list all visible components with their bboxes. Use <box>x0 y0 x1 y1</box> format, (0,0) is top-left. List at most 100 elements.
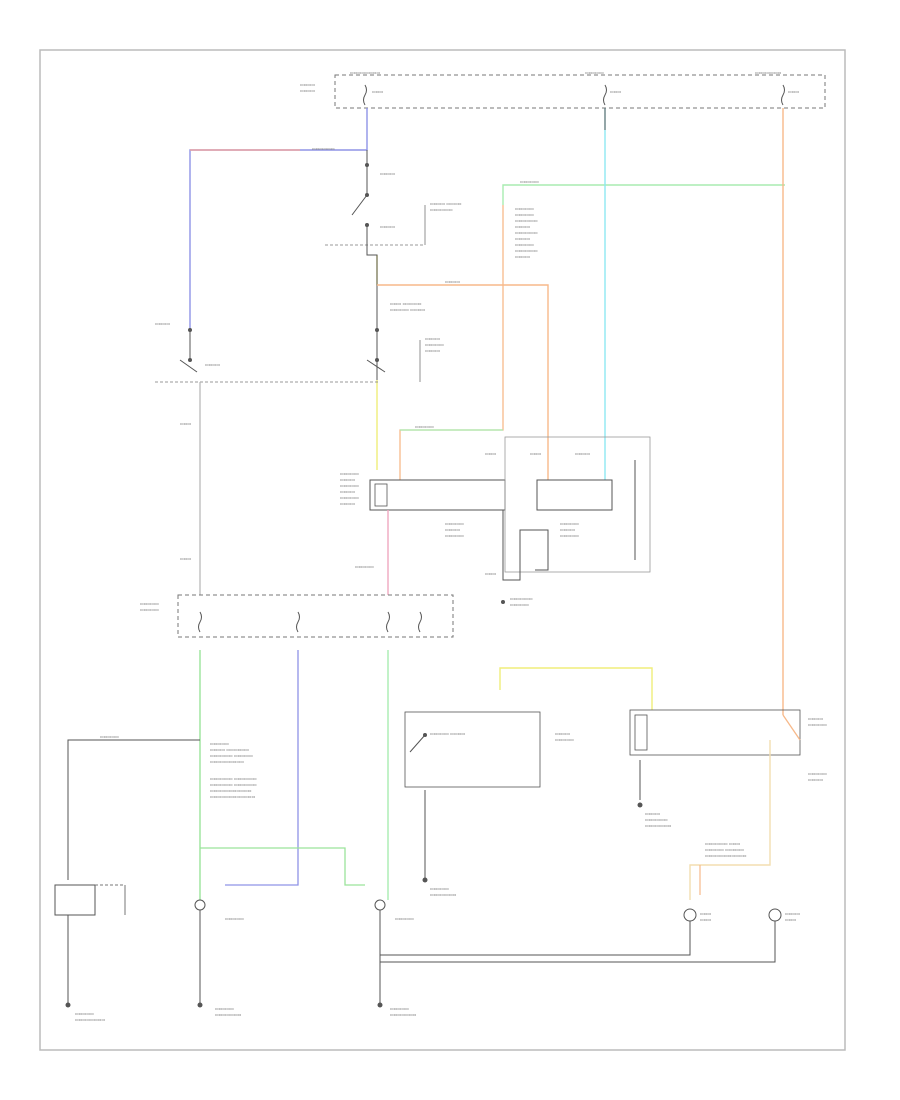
module-lower-center: ▭▭▭▭▭ ▭▭▭▭ ▭▭▭▭ ▭▭▭▭▭ ▭▭▭▭▭ ▭▭▭▭▭▭▭ <box>404 711 574 897</box>
svg-text:▭▭▭▭: ▭▭▭▭ <box>205 362 220 367</box>
lamp-center: ▭▭▭▭▭ ▭▭▭▭▭▭▭ ▭▭▭▭▭ <box>374 899 417 1017</box>
relay-module-right: ▭▭▭▭▭ ▭▭▭▭ ▭▭▭▭▭ ▭▭▭ ▭▭▭ ▭▭▭▭ <box>485 436 651 573</box>
relay-module-left: ▭▭▭▭▭ ▭▭▭▭ ▭▭▭▭▭ ▭▭▭▭ ▭▭▭▭▭ ▭▭▭▭ ▭▭▭▭▭ ▭… <box>340 471 506 538</box>
svg-text:▭▭▭▭▭: ▭▭▭▭▭ <box>445 521 464 526</box>
svg-text:▭▭▭▭▭▭▭▭: ▭▭▭▭▭▭▭▭ <box>350 70 380 75</box>
svg-text:▭▭▭▭▭: ▭▭▭▭▭ <box>340 471 359 476</box>
svg-text:▭▭▭▭: ▭▭▭▭ <box>425 348 440 353</box>
svg-text:▭▭▭: ▭▭▭ <box>372 89 384 94</box>
svg-text:▭▭▭▭▭▭▭▭▭▭▭: ▭▭▭▭▭▭▭▭▭▭▭ <box>210 788 252 793</box>
svg-text:▭▭▭▭▭: ▭▭▭▭▭ <box>140 601 159 606</box>
ground-center: ▭▭▭ ▭▭▭▭▭▭ ▭▭▭▭▭ <box>485 510 549 607</box>
svg-text:▭▭▭▭▭: ▭▭▭▭▭ <box>210 741 229 746</box>
svg-text:▭▭▭▭▭: ▭▭▭▭▭ <box>425 342 444 347</box>
fuse-symbol-1 <box>363 84 367 106</box>
svg-text:▭▭▭▭▭: ▭▭▭▭▭ <box>355 564 374 569</box>
wire-bottom-horizontal <box>380 945 691 956</box>
svg-text:▭▭▭▭: ▭▭▭▭ <box>515 224 530 229</box>
switch-center-mid: ▭▭▭ ▭▭▭▭▭ ▭▭▭▭▭ ▭▭▭▭ ▭▭▭▭ ▭▭▭▭▭ ▭▭▭▭ <box>366 301 444 382</box>
fuse-panel-top: ▭▭▭▭ ▭▭▭▭ ▭▭▭▭▭▭▭▭ ▭▭▭▭▭ ▭▭▭▭▭▭▭ ▭▭▭ ▭▭▭… <box>300 70 826 109</box>
svg-text:▭▭▭▭: ▭▭▭▭ <box>300 82 315 87</box>
svg-text:▭▭▭▭▭: ▭▭▭▭▭ <box>445 533 464 538</box>
svg-text:▭▭▭▭: ▭▭▭▭ <box>445 279 460 284</box>
svg-text:▭▭▭▭: ▭▭▭▭ <box>425 336 440 341</box>
svg-text:▭▭▭▭▭▭▭: ▭▭▭▭▭▭▭ <box>430 892 457 897</box>
switch-left-mid: ▭▭▭▭ ▭▭▭▭ <box>155 321 380 383</box>
svg-text:▭▭▭▭▭: ▭▭▭▭▭ <box>515 212 534 217</box>
svg-text:▭▭▭▭: ▭▭▭▭ <box>785 911 800 916</box>
lamp-right-2: ▭▭▭▭ ▭▭▭ <box>768 908 800 945</box>
page-frame <box>39 49 846 1051</box>
fuse-symbol-2 <box>603 84 607 106</box>
wire-blue-upper <box>189 108 368 330</box>
svg-text:▭▭▭▭▭: ▭▭▭▭▭ <box>585 70 604 75</box>
svg-text:▭▭▭▭▭▭: ▭▭▭▭▭▭ <box>510 596 533 601</box>
svg-text:▭▭▭▭▭▭: ▭▭▭▭▭▭ <box>645 817 668 822</box>
svg-text:▭▭▭▭▭▭▭: ▭▭▭▭▭▭▭ <box>755 70 782 75</box>
svg-text:▭▭▭▭▭▭▭: ▭▭▭▭▭▭▭ <box>645 823 672 828</box>
lamp-right-1: ▭▭▭ ▭▭▭ <box>683 908 712 945</box>
svg-text:▭▭▭▭: ▭▭▭▭ <box>380 224 395 229</box>
svg-text:▭▭▭▭ ▭▭▭▭▭▭: ▭▭▭▭ ▭▭▭▭▭▭ <box>210 747 249 752</box>
svg-text:▭▭▭▭▭▭▭▭▭▭▭: ▭▭▭▭▭▭▭▭▭▭▭ <box>705 853 747 858</box>
svg-text:▭▭▭▭▭▭▭: ▭▭▭▭▭▭▭ <box>215 1012 242 1017</box>
svg-text:▭▭▭▭▭▭▭▭▭: ▭▭▭▭▭▭▭▭▭ <box>210 759 244 764</box>
switch-top: ▭▭▭▭ ▭▭▭▭ ▭▭▭▭▭▭ ▭▭▭▭ ▭▭▭▭ <box>325 150 462 246</box>
svg-text:▭▭▭▭▭▭: ▭▭▭▭▭▭ <box>515 218 538 223</box>
svg-text:▭▭▭▭▭: ▭▭▭▭▭ <box>100 734 119 739</box>
svg-text:▭▭▭▭: ▭▭▭▭ <box>560 527 575 532</box>
svg-text:▭▭▭: ▭▭▭ <box>180 556 192 561</box>
svg-text:▭▭▭▭▭▭: ▭▭▭▭▭▭ <box>430 207 453 212</box>
wire-tan-right <box>689 740 771 900</box>
svg-text:▭▭▭▭▭▭▭▭: ▭▭▭▭▭▭▭▭ <box>75 1017 105 1022</box>
fuse-panel-lower: ▭▭▭▭▭ ▭▭▭▭▭ <box>140 594 454 638</box>
svg-text:▭▭▭▭▭: ▭▭▭▭▭ <box>808 771 827 776</box>
svg-text:▭▭▭▭▭: ▭▭▭▭▭ <box>515 242 534 247</box>
svg-text:▭▭▭▭▭ ▭▭▭▭: ▭▭▭▭▭ ▭▭▭▭ <box>430 731 466 736</box>
svg-text:▭▭▭▭ ▭▭▭▭: ▭▭▭▭ ▭▭▭▭ <box>430 201 462 206</box>
svg-text:▭▭▭▭: ▭▭▭▭ <box>340 489 355 494</box>
lower-left-circuit: ▭▭▭▭▭ ▭▭▭▭▭ ▭▭▭▭▭▭▭▭ <box>54 734 200 1022</box>
svg-text:▭▭▭▭▭▭ ▭▭▭▭▭▭: ▭▭▭▭▭▭ ▭▭▭▭▭▭ <box>210 782 257 787</box>
svg-text:▭▭▭▭▭: ▭▭▭▭▭ <box>555 737 574 742</box>
svg-text:▭▭▭▭▭▭: ▭▭▭▭▭▭ <box>515 230 538 235</box>
svg-text:▭▭▭▭: ▭▭▭▭ <box>808 716 823 721</box>
svg-text:▭▭▭▭: ▭▭▭▭ <box>555 731 570 736</box>
svg-text:▭▭▭▭▭: ▭▭▭▭▭ <box>808 722 827 727</box>
svg-text:▭▭▭▭: ▭▭▭▭ <box>645 811 660 816</box>
svg-text:▭▭▭▭▭: ▭▭▭▭▭ <box>520 179 539 184</box>
svg-text:▭▭▭ ▭▭▭▭▭: ▭▭▭ ▭▭▭▭▭ <box>390 301 422 306</box>
svg-text:▭▭▭▭: ▭▭▭▭ <box>515 254 530 259</box>
svg-text:▭▭▭▭: ▭▭▭▭ <box>155 321 170 326</box>
svg-text:▭▭▭▭▭: ▭▭▭▭▭ <box>560 521 579 526</box>
wire-orange-relay-feed <box>377 284 549 480</box>
svg-text:▭▭▭: ▭▭▭ <box>700 917 712 922</box>
svg-text:▭▭▭▭▭ ▭▭▭▭▭: ▭▭▭▭▭ ▭▭▭▭▭ <box>705 847 744 852</box>
wire-blue-lower <box>225 650 299 886</box>
svg-text:▭▭▭▭: ▭▭▭▭ <box>575 451 590 456</box>
svg-text:▭▭▭: ▭▭▭ <box>180 421 192 426</box>
svg-text:▭▭▭: ▭▭▭ <box>700 911 712 916</box>
svg-text:▭▭▭▭▭: ▭▭▭▭▭ <box>510 602 529 607</box>
svg-text:▭▭▭▭▭: ▭▭▭▭▭ <box>140 607 159 612</box>
svg-text:▭▭▭▭▭▭▭: ▭▭▭▭▭▭▭ <box>390 1012 417 1017</box>
svg-text:▭▭▭▭▭: ▭▭▭▭▭ <box>225 916 244 921</box>
svg-text:▭▭▭▭▭: ▭▭▭▭▭ <box>390 1006 409 1011</box>
wire-yellow-right <box>499 667 653 710</box>
svg-text:▭▭▭▭▭▭▭▭▭▭▭▭: ▭▭▭▭▭▭▭▭▭▭▭▭ <box>210 794 256 799</box>
svg-text:▭▭▭: ▭▭▭ <box>485 571 497 576</box>
lamp-left: ▭▭▭▭▭ ▭▭▭▭▭▭▭ ▭▭▭▭▭ <box>194 899 244 1017</box>
svg-text:▭▭▭: ▭▭▭ <box>610 89 622 94</box>
svg-text:▭▭▭▭▭: ▭▭▭▭▭ <box>215 1006 234 1011</box>
wire-green-cross <box>200 847 365 886</box>
svg-text:▭▭▭▭▭▭ ▭▭▭▭▭: ▭▭▭▭▭▭ ▭▭▭▭▭ <box>210 753 253 758</box>
wire-black-central <box>366 225 378 380</box>
fuse-symbol-3 <box>781 84 785 106</box>
svg-text:▭▭▭▭: ▭▭▭▭ <box>445 527 460 532</box>
svg-text:▭▭▭▭: ▭▭▭▭ <box>300 88 315 93</box>
svg-text:▭▭▭▭▭▭ ▭▭▭▭▭▭: ▭▭▭▭▭▭ ▭▭▭▭▭▭ <box>210 776 257 781</box>
svg-text:▭▭▭▭▭: ▭▭▭▭▭ <box>340 495 359 500</box>
svg-text:▭▭▭▭: ▭▭▭▭ <box>340 477 355 482</box>
module-lower-right: ▭▭▭▭ ▭▭▭▭▭ ▭▭▭▭▭ ▭▭▭▭ ▭▭▭▭ ▭▭▭▭▭▭ ▭▭▭▭▭▭… <box>629 709 827 828</box>
